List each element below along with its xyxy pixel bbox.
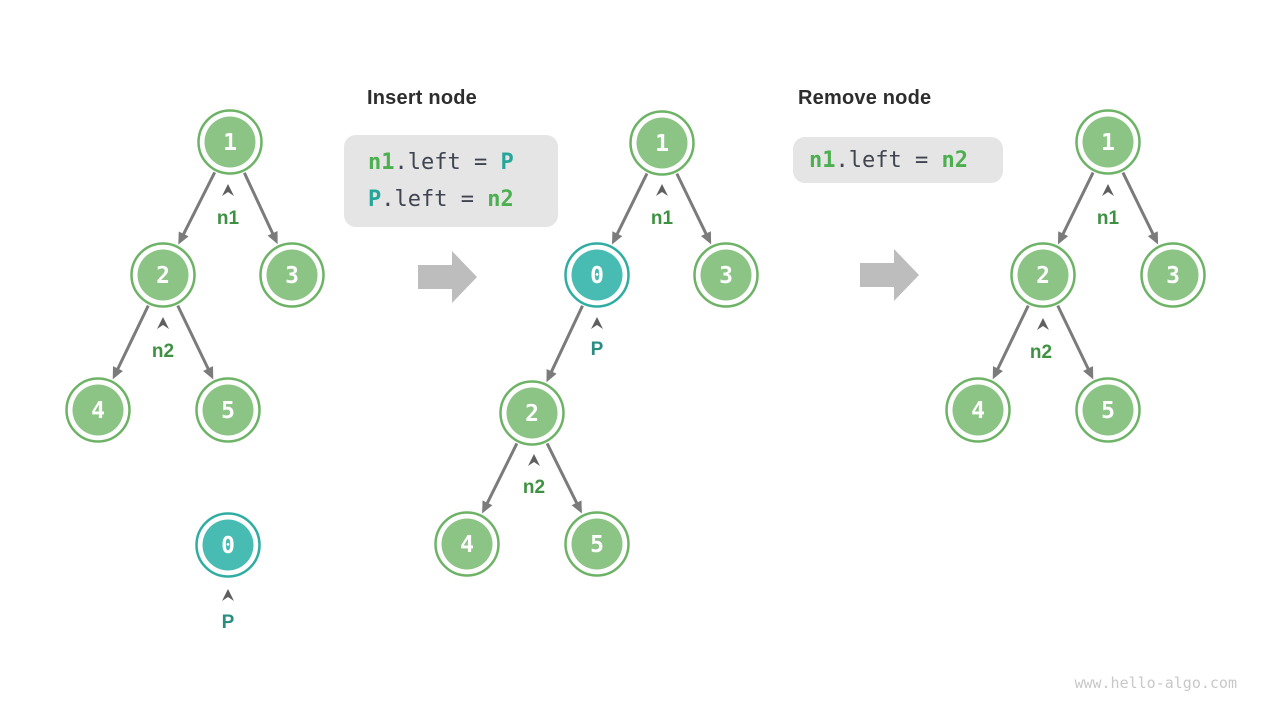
- tree-edge-arrowhead: [203, 366, 214, 380]
- tree-node-value: 5: [1101, 398, 1115, 424]
- tree-node-value: 5: [590, 532, 604, 558]
- tree-node-value: 3: [719, 263, 733, 289]
- tree-node-value: 2: [525, 401, 539, 427]
- pointer-label: n1: [217, 208, 240, 229]
- tree-node: [1082, 116, 1134, 168]
- code-token: n1: [368, 150, 395, 175]
- tree-node-value: 4: [971, 398, 985, 424]
- tree-node: [700, 249, 752, 301]
- tree-edge-arrowhead: [612, 231, 623, 245]
- tree-node: [1082, 384, 1134, 436]
- tree-edge-arrowhead: [1147, 231, 1159, 245]
- watermark-url: www.hello-algo.com: [1074, 674, 1237, 692]
- tree-edge-arrowhead: [1057, 231, 1069, 245]
- tree-node-value: 4: [460, 532, 474, 558]
- pointer-label: n2: [1030, 342, 1052, 363]
- transition-arrow-icon: [418, 251, 477, 303]
- code-line: n1.left = n2: [809, 142, 1003, 179]
- tree-node: [636, 117, 688, 169]
- tree-edge-arrowhead: [546, 369, 557, 383]
- tree-node-value: 4: [91, 398, 105, 424]
- tree-node-value: 5: [221, 398, 235, 424]
- tree-node: [506, 387, 558, 439]
- pointer-caret-icon: [222, 184, 234, 196]
- tree-node: [1017, 249, 1069, 301]
- tree-node: [266, 249, 318, 301]
- remove-node-heading: Remove node: [798, 87, 932, 109]
- tree-edge: [549, 305, 584, 374]
- remove-code-snippet: n1.left = n2: [793, 137, 1003, 183]
- pointer-label: P: [591, 339, 604, 360]
- tree-node-value: 3: [1166, 263, 1180, 289]
- tree-edge: [1060, 171, 1095, 237]
- tree-edge-arrowhead: [267, 230, 278, 245]
- tree-edge: [115, 304, 150, 372]
- tree-edge: [545, 442, 579, 506]
- tree-edge-arrowhead: [112, 366, 123, 380]
- pointer-caret-icon: [591, 317, 603, 329]
- tree-node: [571, 249, 623, 301]
- tree-edge: [675, 172, 709, 237]
- pointer-caret-icon: [1037, 318, 1049, 330]
- tree-edge: [1121, 171, 1156, 237]
- tree-node-value: 1: [655, 131, 669, 157]
- tree-edge-arrowhead: [571, 500, 582, 514]
- insert-node-heading: Insert node: [367, 87, 477, 109]
- pointer-label: n1: [651, 208, 674, 229]
- tree-node-value: 0: [221, 533, 235, 559]
- pointer-label: n2: [523, 477, 545, 498]
- tree-edge-arrowhead: [178, 231, 189, 245]
- code-token: P: [500, 150, 514, 175]
- tree-node: [202, 519, 254, 571]
- code-token: .left =: [381, 187, 488, 212]
- tree-edge-arrowhead: [992, 366, 1003, 380]
- code-token: n2: [487, 187, 514, 212]
- pointer-label: n1: [1097, 208, 1120, 229]
- pointer-label: P: [222, 612, 235, 633]
- tree-node-value: 2: [156, 263, 170, 289]
- tree-edge: [176, 304, 211, 372]
- code-line: P.left = n2: [368, 181, 558, 218]
- tree-node: [571, 518, 623, 570]
- tree-node: [441, 518, 493, 570]
- tree-node-value: 2: [1036, 263, 1050, 289]
- tree-edge: [485, 442, 519, 506]
- tree-edge: [1056, 304, 1091, 372]
- tree-node: [952, 384, 1004, 436]
- tree-node-value: 0: [590, 263, 604, 289]
- pointer-caret-icon: [1102, 184, 1114, 196]
- tree-node-value: 1: [223, 130, 237, 156]
- tree-edge: [181, 171, 217, 237]
- tree-node: [204, 116, 256, 168]
- pointer-caret-icon: [528, 454, 540, 466]
- pointer-caret-icon: [222, 589, 234, 601]
- code-token: P: [368, 187, 382, 212]
- code-token: .left =: [394, 150, 501, 175]
- code-token: .left =: [835, 147, 942, 173]
- tree-edge-arrowhead: [1083, 366, 1094, 380]
- tree-node: [137, 249, 189, 301]
- code-line: n1.left = P: [368, 144, 558, 181]
- tree-node-value: 3: [285, 263, 299, 289]
- tree-node-value: 1: [1101, 130, 1115, 156]
- tree-edge: [995, 304, 1030, 372]
- tree-node: [202, 384, 254, 436]
- tree-node: [1147, 249, 1199, 301]
- transition-arrow-icon: [860, 249, 919, 301]
- pointer-caret-icon: [157, 317, 169, 329]
- tree-edge: [243, 172, 275, 236]
- tree-edge: [615, 172, 649, 237]
- code-token: n2: [941, 147, 968, 173]
- tree-edge-arrowhead: [700, 231, 712, 245]
- tree-edge-arrowhead: [482, 500, 493, 514]
- pointer-label: n2: [152, 341, 174, 362]
- pointer-caret-icon: [656, 184, 668, 196]
- code-token: n1: [809, 147, 836, 173]
- tree-node: [72, 384, 124, 436]
